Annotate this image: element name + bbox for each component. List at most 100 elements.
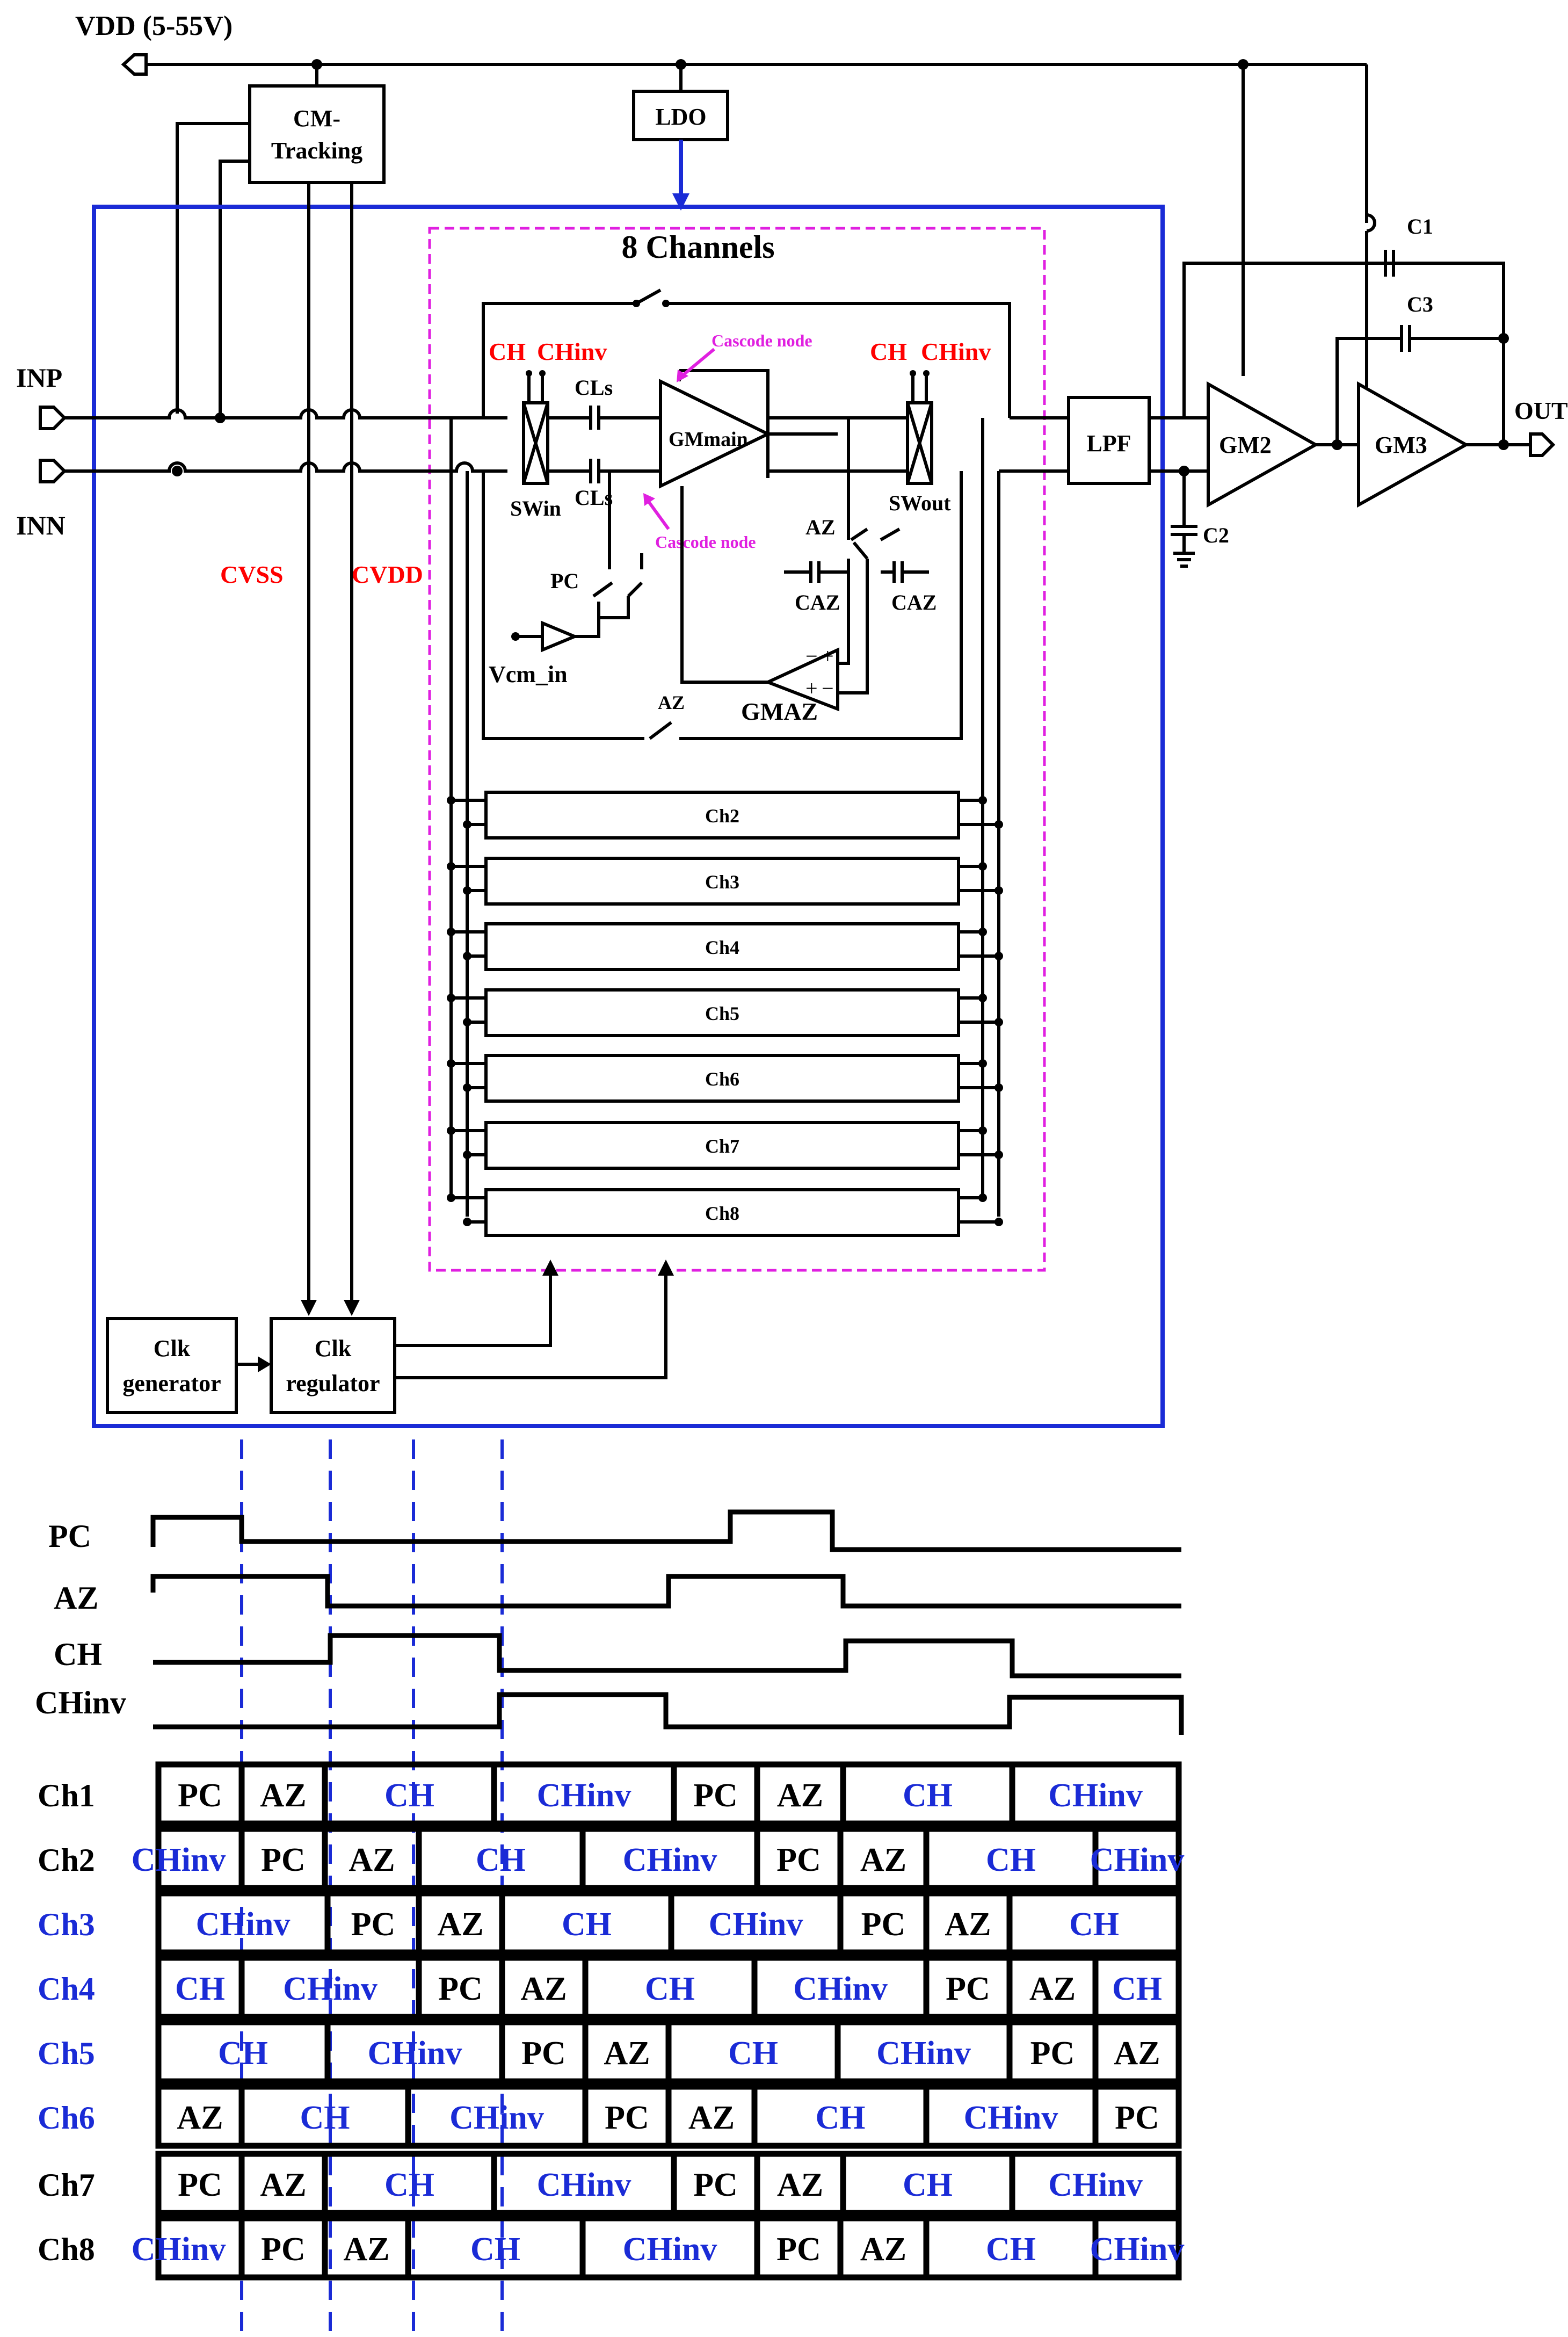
gm-az-label: GMAZ: [741, 698, 818, 725]
sub-channel-box: [484, 791, 960, 840]
az-feedback-label: AZ: [658, 692, 685, 713]
timing-cell: CHinv: [623, 1842, 717, 1878]
timing-cell: CH: [986, 2231, 1036, 2268]
timing-cell: PC: [1030, 2035, 1075, 2072]
timing-cell: CH: [562, 1906, 612, 1943]
gm-az-plus-top: +: [822, 644, 834, 668]
timing-cell: PC: [178, 1777, 222, 1814]
wave-pc: [150, 1509, 1181, 1552]
c2-label: C2: [1203, 523, 1229, 547]
sub-channel-box: [484, 1188, 960, 1237]
sub-channel-label: Ch5: [705, 1003, 739, 1024]
timing-cell: PC: [776, 1842, 821, 1878]
timing-cell: CH: [175, 1971, 225, 2007]
ch-out-label: CH: [870, 338, 907, 365]
signal-label-chinv: CHinv: [35, 1685, 126, 1720]
inn-label: INN: [16, 510, 66, 540]
wave-chinv: [153, 1692, 1184, 1735]
channel-array-border: [428, 227, 1046, 1272]
clk-gen-label-1: Clk: [154, 1335, 191, 1362]
timing-cell: PC: [693, 1777, 738, 1814]
vcm-in-label: Vcm_in: [489, 661, 568, 688]
chinv-in-label: CHinv: [537, 338, 607, 365]
sub-channel-label: Ch8: [705, 1203, 739, 1224]
waveforms: PC AZ CH CHinv: [35, 1509, 1184, 1735]
timing-cell: AZ: [777, 2167, 823, 2203]
timing-cell: CH: [300, 2100, 350, 2136]
input-pins: INP INN: [16, 363, 507, 540]
gm3-label: GM3: [1375, 432, 1427, 458]
timing-cell: CHinv: [449, 2100, 544, 2136]
timing-row-frame: [155, 1955, 1182, 2020]
timing-cell: AZ: [860, 1842, 906, 1878]
sub-channel-label: Ch2: [705, 805, 739, 827]
cvss-cvdd-lines: CVSS CVDD: [220, 183, 423, 1316]
timing-cell: CH: [476, 1842, 526, 1878]
channel-1-detail: CH CHinv SWin CLs CLs GMmain Cascode nod…: [482, 288, 1011, 740]
sub-channel-box: [484, 857, 960, 906]
timing-cell: CHinv: [196, 1906, 291, 1943]
clk-reg-label-2: regulator: [286, 1370, 380, 1397]
signal-label-pc: PC: [48, 1518, 91, 1554]
cls-top-label: CLs: [575, 375, 613, 400]
timing-row-label: Ch6: [38, 2100, 95, 2136]
timing-cell: PC: [261, 2231, 306, 2268]
timing-cell: AZ: [1114, 2035, 1160, 2072]
timing-cell: CH: [728, 2035, 778, 2072]
timing-cell: CHinv: [1048, 1777, 1143, 1814]
timing-cell: AZ: [1029, 1971, 1076, 2007]
timing-row-label: Ch2: [38, 1842, 95, 1878]
timing-cell: PC: [261, 1842, 306, 1878]
timing-row-frame: [155, 2151, 1182, 2216]
timing-cell: CHinv: [709, 1906, 803, 1943]
sub-channel-label: Ch7: [705, 1135, 739, 1157]
sub-channel-ch3: Ch3: [447, 857, 1003, 906]
timing-cell: CH: [816, 2100, 866, 2136]
timing-cell: PC: [1115, 2100, 1159, 2136]
timing-row-label: Ch1: [38, 1778, 95, 1813]
sub-channel-box: [484, 922, 960, 971]
sub-channel-label: Ch3: [705, 871, 739, 893]
timing-row-label: Ch5: [38, 2036, 95, 2071]
timing-cell: AZ: [437, 1906, 483, 1943]
timing-cell: CHinv: [1090, 2231, 1185, 2268]
timing-cell: CH: [218, 2035, 268, 2072]
sub-channel-ch7: Ch7: [447, 1121, 1003, 1170]
timing-cell: CHinv: [1090, 1842, 1185, 1878]
timing-cell: AZ: [177, 2100, 223, 2136]
timing-cell: AZ: [260, 2167, 306, 2203]
gm2-label: GM2: [1219, 432, 1272, 458]
timing-cell: CHinv: [876, 2035, 971, 2072]
timing-cell: PC: [605, 2100, 649, 2136]
sub-channel-box: [484, 1121, 960, 1170]
timing-cell: AZ: [260, 1777, 306, 1814]
swout-label: SWout: [889, 491, 951, 515]
chinv-out-label: CHinv: [921, 338, 991, 365]
gm-az-minus-bot: −: [822, 676, 834, 700]
gm-az-minus: −: [805, 644, 818, 668]
az-switch-label: AZ: [805, 515, 836, 539]
timing-cell: CH: [986, 1842, 1036, 1878]
timing-cell: AZ: [945, 1906, 991, 1943]
timing-cell: CH: [903, 1777, 953, 1814]
sub-channel-box: [484, 988, 960, 1037]
vdd-rail: VDD (5-55V): [75, 11, 1368, 376]
sub-channel-ch2: Ch2: [447, 791, 1003, 840]
timing-cell: CH: [384, 2167, 434, 2203]
clock-blocks: Clk generator Clk regulator: [106, 1260, 674, 1414]
timing-cell: PC: [946, 1971, 990, 2007]
timing-cell: PC: [693, 2167, 738, 2203]
timing-cell: CHinv: [368, 2035, 462, 2072]
sub-channel-box: [484, 1054, 960, 1103]
sub-channel-label: Ch6: [705, 1068, 739, 1090]
output-stage: LPF C2 GM2 C1 C3 GM3: [999, 213, 1568, 568]
timing-cell: CHinv: [132, 1842, 226, 1878]
timing-row-frame: [155, 1826, 1182, 1891]
sub-channel-label: Ch4: [705, 937, 739, 958]
